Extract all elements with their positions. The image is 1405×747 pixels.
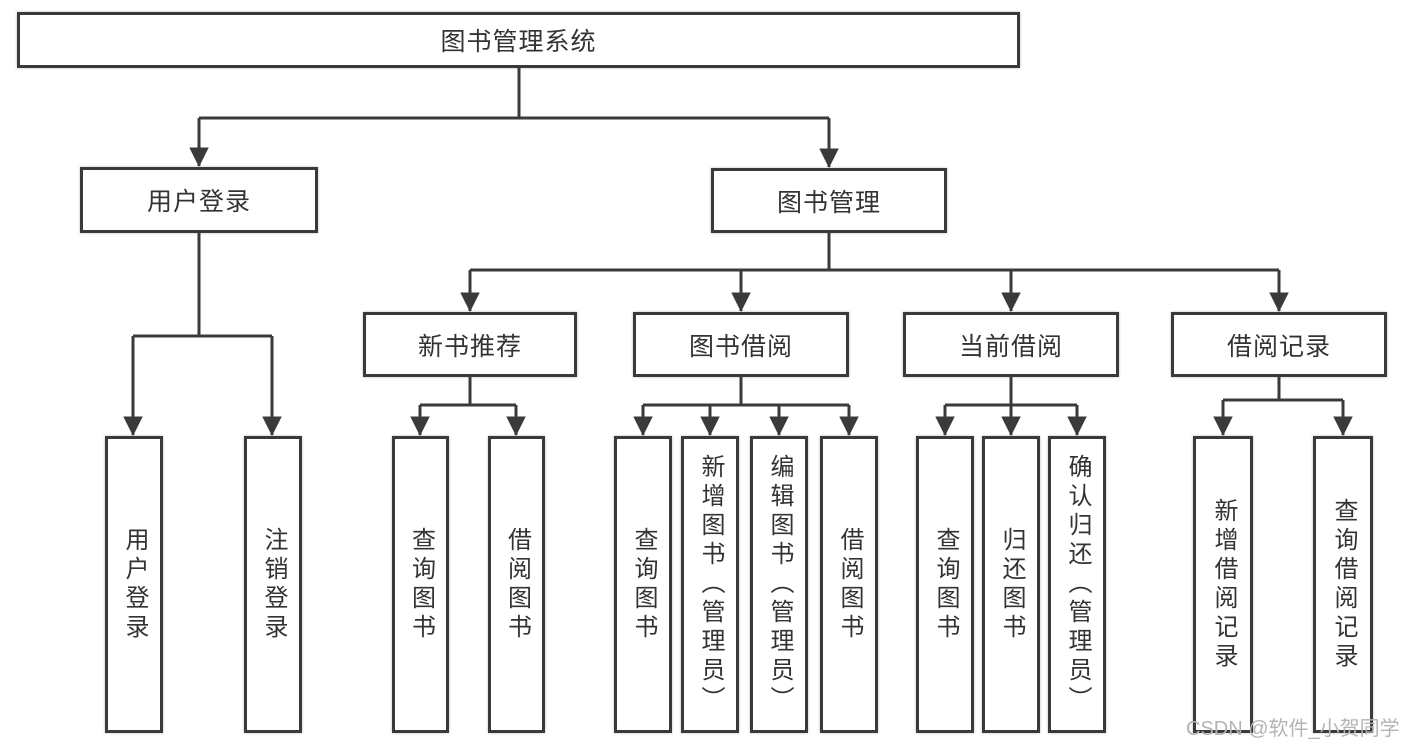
node-current-borrow: 当前借阅 (903, 312, 1119, 377)
leaf-record-query-borrow-record: 查询借阅记录 (1313, 436, 1373, 733)
connector-new-book-group (410, 377, 526, 436)
leaf-borrow-query-books: 查询图书 (614, 436, 672, 733)
leaf-borrow-add-books-admin: 新增图书（管理员） (681, 436, 739, 733)
csdn-watermark: CSDN @软件_小贺同学 (1186, 718, 1400, 740)
leaf-current-confirm-return-admin: 确认归还（管理员） (1048, 436, 1106, 733)
leaf-user-login: 用户登录 (105, 436, 163, 733)
node-book-borrow: 图书借阅 (633, 312, 849, 377)
leaf-current-return-books: 归还图书 (982, 436, 1040, 733)
node-borrow-record: 借阅记录 (1171, 312, 1387, 377)
leaf-newbook-borrow-books: 借阅图书 (488, 436, 545, 733)
connector-book-borrow-group (633, 377, 859, 436)
connector-user-login-group (123, 232, 282, 436)
leaf-record-add-borrow-record: 新增借阅记录 (1193, 436, 1253, 733)
leaf-logout: 注销登录 (244, 436, 302, 733)
node-book-management: 图书管理 (711, 168, 947, 233)
connector-root-to-level2 (189, 68, 839, 168)
leaf-borrow-borrow-books: 借阅图书 (820, 436, 878, 733)
leaf-newbook-query-books: 查询图书 (392, 436, 449, 733)
connector-current-borrow-group (935, 377, 1087, 436)
connector-borrow-record-group (1213, 377, 1353, 436)
connector-book-mgmt-to-level3 (460, 233, 1289, 312)
node-user-login: 用户登录 (80, 167, 318, 233)
node-library-system: 图书管理系统 (17, 12, 1020, 68)
leaf-current-query-books: 查询图书 (916, 436, 974, 733)
node-new-book-recommend: 新书推荐 (363, 312, 577, 377)
leaf-borrow-edit-books-admin: 编辑图书（管理员） (750, 436, 808, 733)
